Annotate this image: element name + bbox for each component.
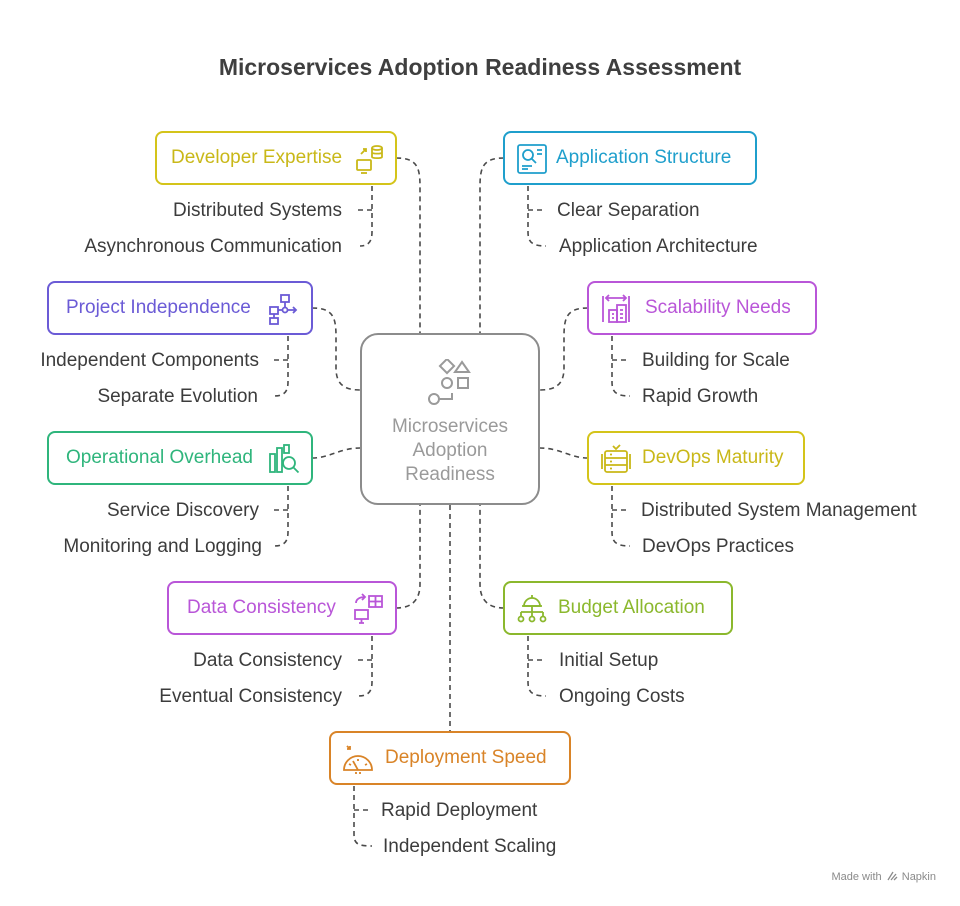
chart-magnifier-icon xyxy=(269,444,300,474)
bracket-scalability-needs xyxy=(611,336,631,397)
node-budget-allocation: Budget Allocation xyxy=(503,581,733,635)
speedometer-icon xyxy=(343,745,373,774)
node-scalability-needs: Scalability Needs xyxy=(587,281,817,335)
node-application-structure: Application Structure xyxy=(503,131,757,185)
data-sync-icon xyxy=(354,593,383,624)
node-data-consistency: Data Consistency xyxy=(167,581,397,635)
scaling-buildings-icon xyxy=(602,294,630,323)
center-label-line-3: Readiness xyxy=(405,464,495,485)
sub-item-independent-components: Independent Components xyxy=(40,350,259,371)
node-label: Budget Allocation xyxy=(558,597,705,618)
node-developer-expertise: Developer Expertise xyxy=(155,131,397,185)
node-deployment-speed: Deployment Speed xyxy=(329,731,571,785)
sub-item-monitoring-and-logging: Monitoring and Logging xyxy=(63,536,262,557)
budget-hierarchy-icon xyxy=(517,595,547,623)
sub-item-application-architecture: Application Architecture xyxy=(559,236,758,257)
node-label: DevOps Maturity xyxy=(642,447,784,468)
bracket-operational-overhead xyxy=(272,486,289,547)
node-project-independence: Project Independence xyxy=(47,281,313,335)
bracket-deployment-speed xyxy=(353,786,373,847)
center-label-line-2: Adoption xyxy=(412,440,488,461)
connector-developer-expertise xyxy=(395,157,421,333)
sub-item-service-discovery: Service Discovery xyxy=(106,500,259,521)
server-stack-icon xyxy=(601,444,631,473)
center-node: Microservices Adoption Readiness xyxy=(360,333,540,505)
sub-item-rapid-deployment: Rapid Deployment xyxy=(381,800,538,821)
sub-item-rapid-growth: Rapid Growth xyxy=(642,386,759,407)
connector-application-structure xyxy=(479,157,505,333)
made-with-text: Made with xyxy=(831,871,882,883)
node-label: Data Consistency xyxy=(187,597,336,618)
architecture-diagram-icon xyxy=(517,144,547,174)
sub-item-ongoing-costs: Ongoing Costs xyxy=(559,686,685,707)
center-label-line-1: Microservices xyxy=(391,416,509,437)
bracket-data-consistency xyxy=(357,636,373,697)
bracket-application-structure xyxy=(527,186,547,247)
flowchart-icon xyxy=(269,294,298,325)
sub-item-devops-practices: DevOps Practices xyxy=(642,536,795,557)
center-label: Microservices Adoption Readiness xyxy=(362,415,538,487)
connector-budget-allocation xyxy=(479,505,505,609)
node-label: Scalability Needs xyxy=(645,297,791,318)
bracket-devops-maturity xyxy=(611,486,631,547)
node-label: Developer Expertise xyxy=(171,147,343,168)
sub-item-building-for-scale: Building for Scale xyxy=(642,350,790,371)
node-label: Application Structure xyxy=(556,147,732,168)
sub-item-data-consistency: Data Consistency xyxy=(193,650,342,671)
bracket-developer-expertise xyxy=(358,186,373,247)
footer-attribution: Made with Napkin xyxy=(831,871,936,883)
connector-project-independence xyxy=(311,307,361,391)
sub-item-initial-setup: Initial Setup xyxy=(559,650,659,671)
sub-item-independent-scaling: Independent Scaling xyxy=(383,836,557,857)
node-label: Operational Overhead xyxy=(66,447,253,468)
napkin-brand-text: Napkin xyxy=(901,871,936,883)
sub-item-separate-evolution: Separate Evolution xyxy=(97,386,258,407)
node-label: Project Independence xyxy=(66,297,251,318)
sub-item-distributed-systems: Distributed Systems xyxy=(173,200,342,221)
page-title: Microservices Adoption Readiness Assessm… xyxy=(218,54,742,80)
developer-database-icon xyxy=(356,145,383,174)
shapes-icon xyxy=(428,359,471,405)
connector-devops-maturity xyxy=(539,447,589,459)
node-label: Deployment Speed xyxy=(385,747,547,768)
sub-item-clear-separation: Clear Separation xyxy=(557,200,700,221)
bracket-budget-allocation xyxy=(527,636,547,697)
sub-item-asynchronous-communication: Asynchronous Communication xyxy=(84,236,342,257)
connector-data-consistency xyxy=(395,505,421,609)
node-operational-overhead: Operational Overhead xyxy=(47,431,313,485)
connector-operational-overhead xyxy=(311,447,361,459)
sub-item-eventual-consistency: Eventual Consistency xyxy=(159,686,342,707)
bracket-project-independence xyxy=(272,336,289,397)
connector-scalability-needs xyxy=(539,307,589,391)
node-devops-maturity: DevOps Maturity xyxy=(587,431,805,485)
sub-item-distributed-system-management: Distributed System Management xyxy=(641,500,917,521)
napkin-logo-icon xyxy=(887,871,898,881)
